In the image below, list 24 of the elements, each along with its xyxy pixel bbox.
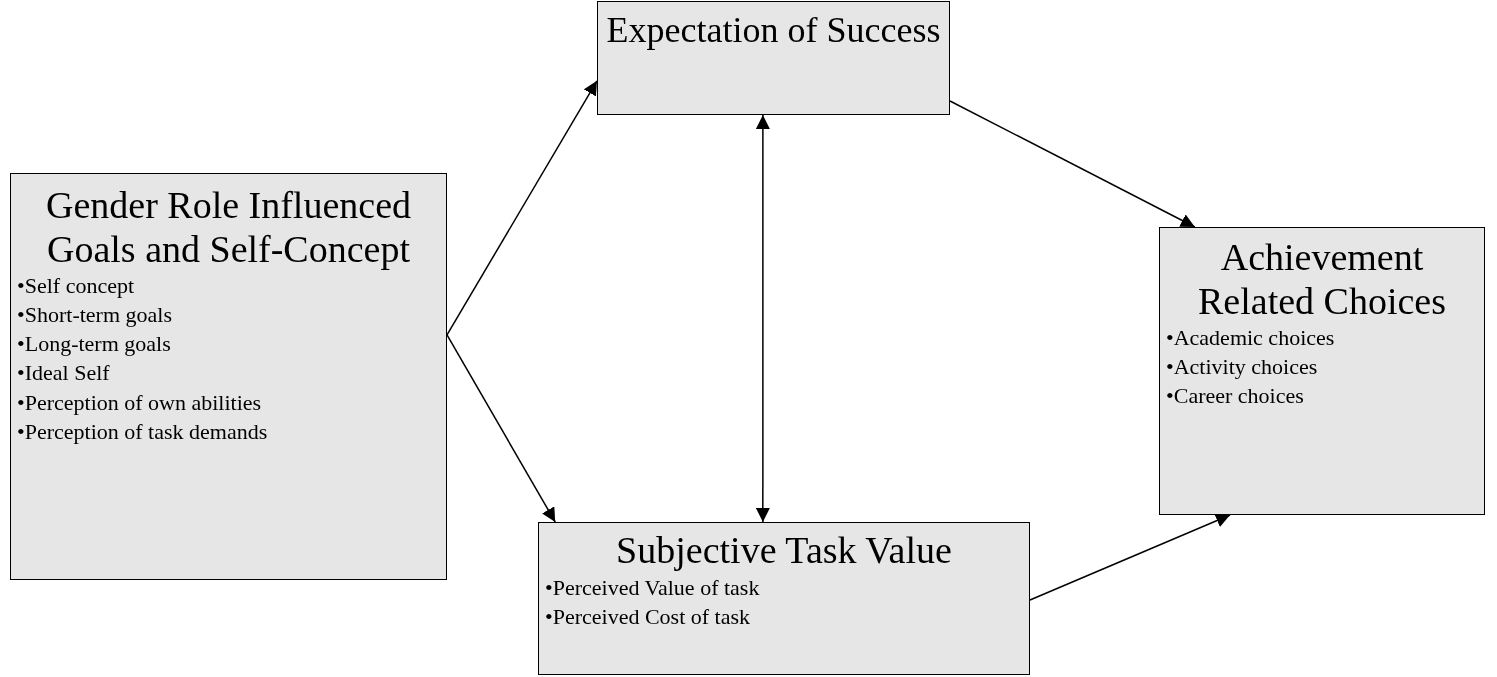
bullet-item: •Career choices (1165, 382, 1305, 411)
bullet-item: •Perception of task demands (16, 417, 269, 446)
arrow (1029, 514, 1231, 601)
concept-box (597, 1, 950, 115)
arrow (446, 334, 556, 523)
bullet-item: •Self concept (16, 272, 136, 301)
box-heading: Subjective Task Value (615, 529, 953, 573)
concept-box (10, 173, 447, 580)
arrow (755, 114, 770, 523)
arrow (949, 100, 1196, 228)
bullet-item: •Perception of own abilities (16, 388, 263, 417)
bullet-item: •Activity choices (1165, 353, 1319, 382)
bullet-item: •Short-term goals (16, 301, 173, 330)
concept-box (1159, 227, 1485, 515)
box-heading: Gender Role Influenced Goals and Self-Concept (44, 184, 413, 272)
bullet-item: •Ideal Self (16, 359, 111, 388)
concept-box (538, 522, 1030, 675)
bullet-item: •Long-term goals (16, 330, 172, 359)
arrow (446, 80, 598, 336)
bullet-item: •Perceived Cost of task (544, 602, 752, 631)
bullet-item: •Academic choices (1165, 324, 1336, 353)
box-heading: Expectation of Success (605, 10, 942, 52)
box-heading: Achievement Related Choices (1197, 236, 1447, 324)
bullet-item: •Perceived Value of task (544, 573, 761, 602)
